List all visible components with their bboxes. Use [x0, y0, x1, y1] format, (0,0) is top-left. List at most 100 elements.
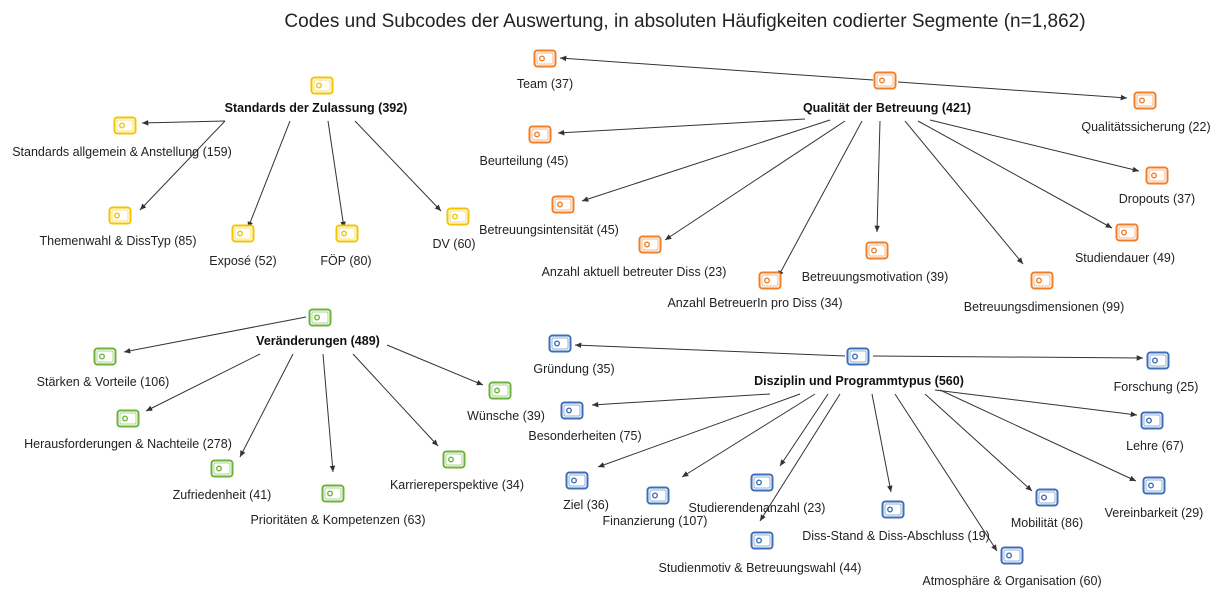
subcode-node[interactable]: Besonderheiten (75)	[528, 401, 642, 444]
subcode-node[interactable]: Mobilität (86)	[1011, 488, 1083, 531]
subcode-node[interactable]: Zufriedenheit (41)	[173, 459, 272, 503]
subcode-node[interactable]: Anzahl aktuell betreuter Diss (23)	[542, 235, 727, 280]
subcode-node[interactable]: Forschung (25)	[1114, 351, 1199, 395]
subcode-code-tag-icon[interactable]	[638, 235, 662, 254]
subcode-node[interactable]: Themenwahl & DissTyp (85)	[39, 206, 197, 249]
edge-arrow	[777, 120, 863, 278]
subcode-code-tag-icon[interactable]	[528, 125, 552, 144]
subcode-node[interactable]: Betreuungsintensität (45)	[479, 195, 619, 238]
subcode-label: Beurteilung (45)	[480, 154, 569, 168]
subcode-code-tag-icon[interactable]	[548, 334, 572, 353]
subcode-code-tag-icon[interactable]	[116, 409, 140, 428]
edge-arrow	[929, 119, 1140, 173]
edge-arrow	[327, 120, 346, 229]
subcode-node[interactable]: Exposé (52)	[209, 224, 277, 269]
subcode-code-tag-icon[interactable]	[646, 486, 670, 505]
subcode-node[interactable]: Studierendenanzahl (23)	[689, 473, 826, 516]
subcode-node[interactable]: Gründung (35)	[533, 334, 615, 377]
subcode-node[interactable]: Diss-Stand & Diss-Abschluss (19)	[802, 500, 990, 544]
edge-arrow	[386, 344, 484, 386]
subcode-code-tag-icon[interactable]	[533, 49, 557, 68]
subcode-node[interactable]: Ziel (36)	[563, 471, 609, 513]
subcode-node[interactable]: Studiendauer (49)	[1075, 223, 1175, 266]
subcode-code-tag-icon[interactable]	[1142, 476, 1166, 495]
subcode-code-tag-icon[interactable]	[321, 484, 345, 503]
subcode-label: Studienmotiv & Betreuungswahl (44)	[659, 561, 862, 575]
edge-arrow	[557, 118, 806, 136]
root-code-label[interactable]: Veränderungen (489)	[256, 334, 380, 348]
subcode-code-tag-icon[interactable]	[113, 116, 137, 135]
subcode-code-tag-icon[interactable]	[446, 207, 470, 226]
subcode-label: Standards allgemein & Anstellung (159)	[12, 145, 232, 159]
root-disziplin-code-tag-icon[interactable]	[846, 347, 870, 366]
root-code-label[interactable]: Standards der Zulassung (392)	[225, 101, 408, 115]
subcode-node[interactable]: DV (60)	[432, 207, 476, 252]
root-code-label[interactable]: Disziplin und Programmtypus (560)	[754, 374, 964, 388]
subcode-node[interactable]: Prioritäten & Kompetenzen (63)	[250, 484, 426, 528]
subcode-node[interactable]: Wünsche (39)	[467, 381, 545, 424]
subcode-code-tag-icon[interactable]	[1035, 488, 1059, 507]
subcode-label: Team (37)	[517, 77, 573, 91]
subcode-label: Betreuungsdimensionen (99)	[964, 300, 1125, 314]
diagram-title: Codes und Subcodes der Auswertung, in ab…	[284, 11, 1085, 32]
subcode-code-tag-icon[interactable]	[1000, 546, 1024, 565]
subcode-code-tag-icon[interactable]	[750, 531, 774, 550]
subcode-label: Studierendenanzahl (23)	[689, 501, 826, 515]
root-veraenderungen-code-tag-icon[interactable]	[308, 308, 332, 327]
subcode-node[interactable]: Anzahl BetreuerIn pro Diss (34)	[667, 271, 843, 311]
root-standards-code-tag-icon[interactable]	[310, 76, 334, 95]
subcode-node[interactable]: Standards allgemein & Anstellung (159)	[12, 116, 232, 160]
subcode-node[interactable]: Dropouts (37)	[1119, 166, 1195, 207]
edge-arrow	[874, 120, 881, 233]
subcode-code-tag-icon[interactable]	[1140, 411, 1164, 430]
subcode-label: Studiendauer (49)	[1075, 251, 1175, 265]
edge-arrow	[123, 316, 307, 354]
subcode-code-tag-icon[interactable]	[442, 450, 466, 469]
subcode-code-tag-icon[interactable]	[758, 271, 782, 290]
subcode-code-tag-icon[interactable]	[1146, 351, 1170, 370]
subcode-code-tag-icon[interactable]	[865, 241, 889, 260]
edge-arrow	[664, 120, 846, 241]
subcode-code-tag-icon[interactable]	[488, 381, 512, 400]
edge-arrow	[894, 393, 998, 552]
edge-arrow	[917, 120, 1113, 229]
edge-arrow	[939, 389, 1137, 482]
subcode-node[interactable]: Lehre (67)	[1126, 411, 1184, 454]
subcode-node[interactable]: Herausforderungen & Nachteile (278)	[24, 409, 232, 452]
subcode-node[interactable]: Finanzierung (107)	[603, 486, 708, 529]
subcode-label: Vereinbarkeit (29)	[1105, 506, 1204, 520]
subcode-label: Anzahl BetreuerIn pro Diss (34)	[667, 296, 842, 310]
subcode-node[interactable]: Qualitätssicherung (22)	[1081, 91, 1211, 135]
subcode-code-tag-icon[interactable]	[1030, 271, 1054, 290]
subcode-node[interactable]: Beurteilung (45)	[480, 125, 569, 169]
subcode-code-tag-icon[interactable]	[551, 195, 575, 214]
subcode-code-tag-icon[interactable]	[750, 473, 774, 492]
subcode-label: Forschung (25)	[1114, 380, 1199, 394]
subcode-node[interactable]: Vereinbarkeit (29)	[1105, 476, 1204, 521]
subcode-code-tag-icon[interactable]	[560, 401, 584, 420]
edge-arrow	[904, 120, 1024, 265]
subcode-code-tag-icon[interactable]	[881, 500, 905, 519]
subcode-node[interactable]: Atmosphäre & Organisation (60)	[922, 546, 1102, 589]
subcode-code-tag-icon[interactable]	[1133, 91, 1157, 110]
subcode-code-tag-icon[interactable]	[335, 224, 359, 243]
subcode-code-tag-icon[interactable]	[1115, 223, 1139, 242]
subcode-code-tag-icon[interactable]	[93, 347, 117, 366]
root-qualitaet-code-tag-icon[interactable]	[873, 71, 897, 90]
subcode-code-tag-icon[interactable]	[231, 224, 255, 243]
subcode-code-tag-icon[interactable]	[108, 206, 132, 225]
subcode-node[interactable]: Stärken & Vorteile (106)	[37, 347, 170, 390]
subcode-node[interactable]: Studienmotiv & Betreuungswahl (44)	[659, 531, 862, 576]
edge-arrow	[247, 120, 291, 229]
subcode-code-tag-icon[interactable]	[1145, 166, 1169, 185]
root-code-label[interactable]: Qualität der Betreuung (421)	[803, 101, 971, 115]
subcode-node[interactable]: Betreuungsdimensionen (99)	[964, 271, 1125, 315]
subcode-node[interactable]: Team (37)	[517, 49, 573, 92]
subcode-node[interactable]: Betreuungsmotivation (39)	[802, 241, 949, 285]
subcode-node[interactable]: FÖP (80)	[320, 224, 372, 269]
group-qualitaet: Qualität der Betreuung (421) Team (37) Qua…	[479, 49, 1211, 315]
edge-arrow	[139, 120, 226, 211]
subcode-code-tag-icon[interactable]	[210, 459, 234, 478]
subcode-node[interactable]: Karriereperspektive (34)	[390, 450, 524, 493]
subcode-code-tag-icon[interactable]	[565, 471, 589, 490]
